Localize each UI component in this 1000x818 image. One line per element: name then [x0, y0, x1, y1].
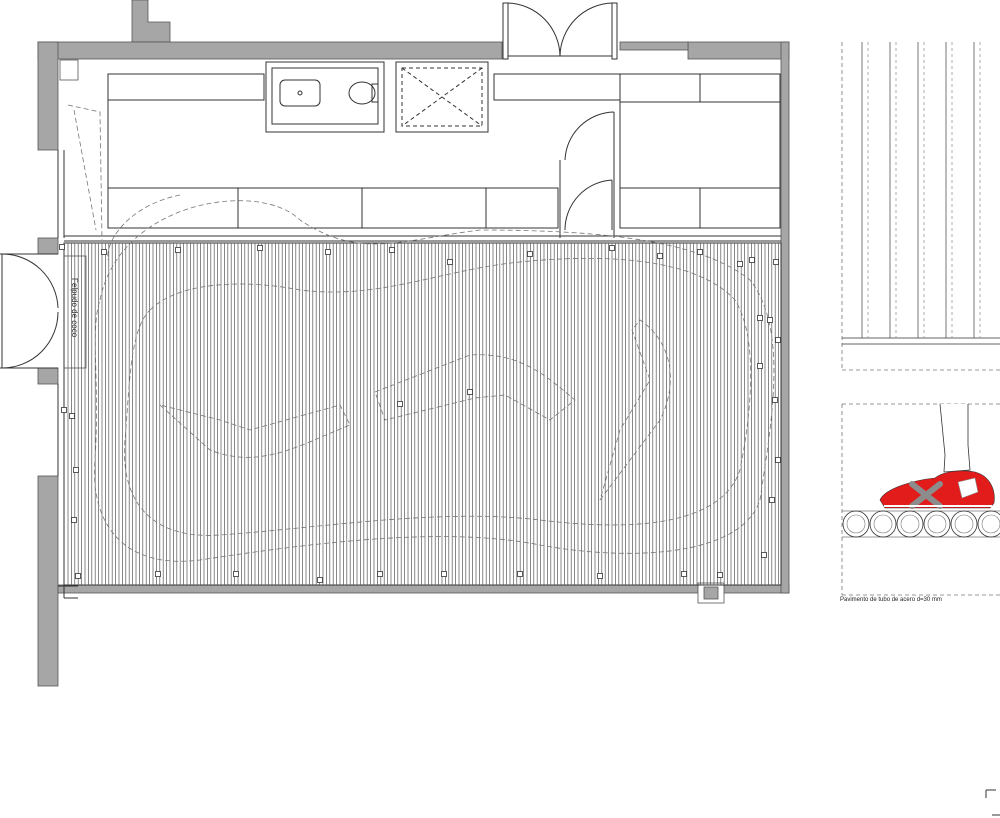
track-post — [101, 249, 107, 255]
track-post — [155, 571, 161, 577]
track-post — [71, 517, 77, 523]
track-post — [775, 337, 781, 343]
door-swing-icon — [0, 253, 59, 369]
corner-mark — [985, 789, 1000, 816]
track-post — [447, 259, 453, 265]
track-post — [749, 257, 755, 263]
tube-section-detail — [841, 403, 1000, 596]
steel-tube-icon — [842, 510, 1000, 538]
track-post — [467, 389, 473, 395]
track-post — [69, 413, 75, 419]
track-post — [257, 245, 263, 251]
track-post — [657, 253, 663, 259]
track-post — [517, 571, 523, 577]
track-post — [597, 573, 603, 579]
track-post — [757, 363, 763, 369]
track-post — [697, 249, 703, 255]
track-posts — [59, 244, 781, 583]
track-post — [775, 457, 781, 463]
track-post — [681, 571, 687, 577]
tube-plan-detail — [841, 42, 1000, 371]
track-post — [233, 571, 239, 577]
back-room-fixtures — [64, 61, 781, 242]
walls — [37, 0, 790, 687]
door-swing-icon — [564, 111, 615, 231]
track-post — [377, 571, 383, 577]
track-post — [389, 247, 395, 253]
track-outlines — [67, 104, 775, 562]
track-post — [59, 244, 65, 250]
track-post — [317, 577, 323, 583]
track-post — [397, 401, 403, 407]
track-post — [761, 552, 767, 558]
track-post — [61, 407, 67, 413]
track-post — [73, 467, 79, 473]
track-post — [772, 397, 778, 403]
track-post — [717, 572, 723, 578]
door-swing-icon — [502, 2, 618, 60]
track-post — [609, 245, 615, 251]
track-post — [773, 259, 779, 265]
track-post — [757, 315, 763, 321]
sink-icon — [279, 79, 321, 107]
track-post — [175, 247, 181, 253]
track-post — [441, 571, 447, 577]
track-post — [325, 249, 331, 255]
tube-floor-hatch — [63, 242, 782, 586]
toilet-icon — [348, 81, 379, 105]
track-post — [75, 573, 81, 579]
shoe-icon — [879, 403, 995, 509]
floor-note-label: Pavimento de tubo de acero d=30 mm — [840, 597, 942, 603]
track-post — [767, 317, 773, 323]
track-post — [527, 251, 533, 257]
track-post — [737, 261, 743, 267]
track-post — [769, 497, 775, 503]
